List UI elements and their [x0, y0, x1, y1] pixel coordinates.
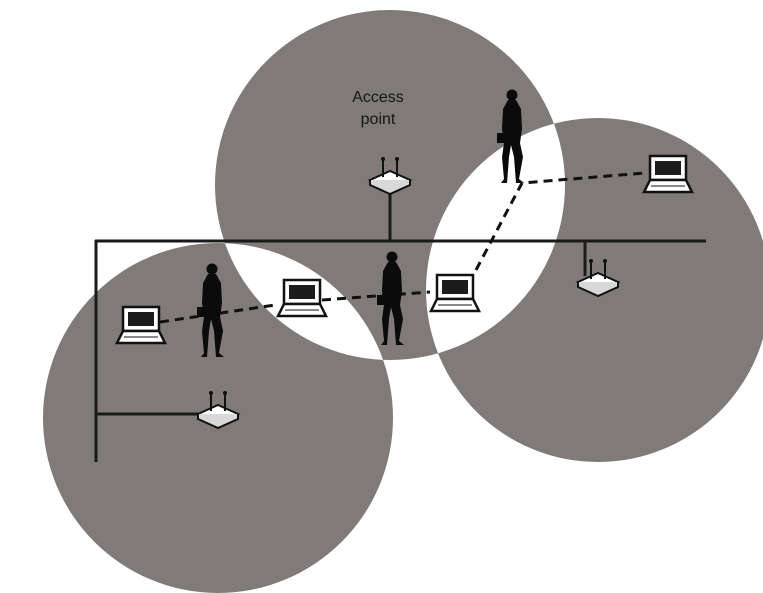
laptop-mid-left [276, 278, 328, 318]
laptop-far-right [642, 154, 694, 194]
access-point-label-line2: point [361, 111, 396, 128]
wired-backbone [94, 188, 706, 462]
overlap-top-left [215, 243, 393, 360]
access-point-label-line1: Access [352, 89, 404, 106]
access-point-label: Access point [352, 89, 404, 128]
laptop-far-left [115, 305, 167, 345]
laptop-center [429, 273, 481, 313]
wireless-links [159, 171, 646, 324]
